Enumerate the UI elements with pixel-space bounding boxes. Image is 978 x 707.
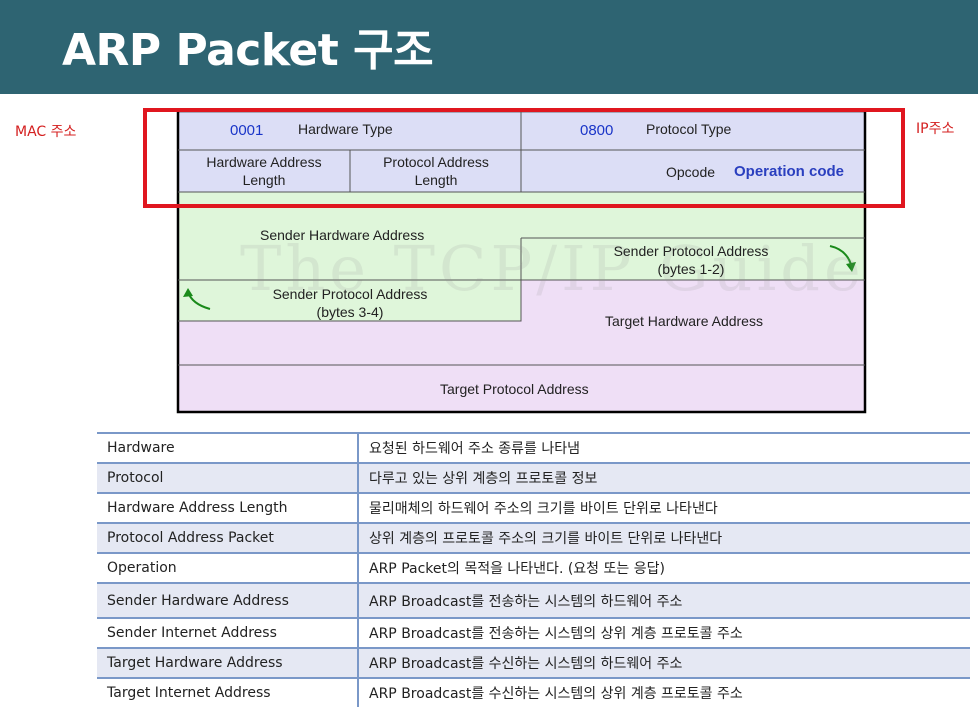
field-name: Protocol Address Packet bbox=[97, 522, 359, 553]
sender-boundary bbox=[178, 238, 522, 322]
hw-type-label: Hardware Type bbox=[298, 121, 393, 137]
field-desc: ARP Broadcast를 수신하는 시스템의 상위 계층 프로토콜 주소 bbox=[358, 677, 970, 707]
field-name: Target Hardware Address bbox=[97, 647, 359, 678]
field-name: Hardware Address Length bbox=[97, 492, 359, 523]
field-desc: ARP Broadcast를 수신하는 시스템의 하드웨어 주소 bbox=[358, 647, 970, 678]
field-desc: ARP Broadcast를 전송하는 시스템의 하드웨어 주소 bbox=[358, 582, 970, 618]
field-name: Sender Internet Address bbox=[97, 617, 359, 648]
header-highlight-box bbox=[143, 108, 905, 208]
sender-proto-address-12: Sender Protocol Address(bytes 1-2) bbox=[613, 243, 769, 277]
field-name: Sender Hardware Address bbox=[97, 582, 359, 618]
diagram-watermark: The TCP/IP Guide bbox=[240, 232, 865, 305]
proto-type-value: 0800 bbox=[580, 122, 614, 139]
field-name: Target Internet Address bbox=[97, 677, 359, 707]
title-banner: ARP Packet 구조 bbox=[0, 0, 978, 94]
field-desc: ARP Broadcast를 전송하는 시스템의 상위 계층 프로토콜 주소 bbox=[358, 617, 970, 648]
field-name: Operation bbox=[97, 552, 359, 583]
ip-address-label: IP주소 bbox=[916, 121, 955, 137]
arrow-right-icon-head bbox=[846, 262, 856, 272]
field-desc: 다루고 있는 상위 계층의 프로토콜 정보 bbox=[358, 462, 970, 493]
opcode-label: Opcode bbox=[666, 164, 716, 180]
sender-hw-address: Sender Hardware Address bbox=[260, 227, 425, 243]
target-hw-address: Target Hardware Address bbox=[605, 313, 763, 329]
mac-address-label: MAC 주소 bbox=[15, 124, 77, 140]
field-desc: 물리매체의 하드웨어 주소의 크기를 바이트 단위로 나타낸다 bbox=[358, 492, 970, 523]
arrow-left-icon-head bbox=[183, 288, 193, 297]
page-title: ARP Packet 구조 bbox=[62, 25, 434, 76]
opcode-desc: Operation code bbox=[734, 163, 845, 180]
field-desc: 요청된 하드웨어 주소 종류를 나타냄 bbox=[358, 432, 970, 463]
target-proto-address: Target Protocol Address bbox=[440, 381, 589, 397]
field-name: Protocol bbox=[97, 462, 359, 493]
sender-proto-address-34: Sender Protocol Address(bytes 3-4) bbox=[272, 286, 428, 320]
target-region bbox=[178, 280, 865, 411]
field-name: Hardware bbox=[97, 432, 359, 463]
hw-type-value: 0001 bbox=[230, 122, 264, 139]
field-desc: 상위 계층의 프로토콜 주소의 크기를 바이트 단위로 나타낸다 bbox=[358, 522, 970, 553]
proto-type-label: Protocol Type bbox=[646, 121, 732, 137]
field-desc: ARP Packet의 목적을 나타낸다. (요청 또는 응답) bbox=[358, 552, 970, 583]
